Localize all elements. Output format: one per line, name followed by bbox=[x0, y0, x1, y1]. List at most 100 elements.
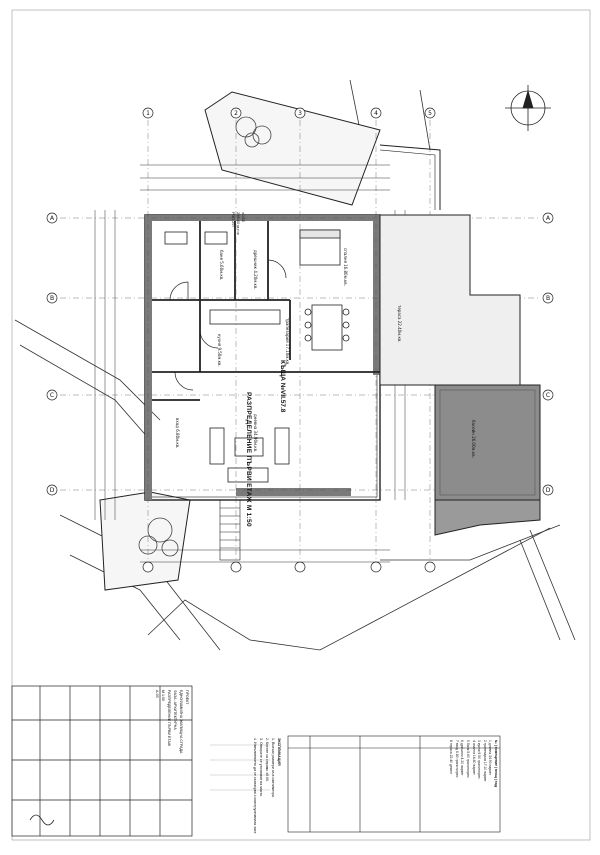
schedule-header-cell: № bbox=[494, 740, 498, 744]
axis-number-3: 3 bbox=[298, 110, 302, 117]
schedule-cell: паркет bbox=[488, 764, 493, 776]
schedule-cell: 3 bbox=[477, 740, 482, 742]
schedule-row: 7 вход 6.80 гранитогрес bbox=[453, 740, 459, 787]
schedule-cell: 2 bbox=[482, 740, 487, 742]
legend-note: 3. Отворите се уточняват на място. bbox=[259, 738, 263, 798]
schedule-cell: 22.40 bbox=[449, 754, 454, 764]
schedule-header-cell: площ bbox=[494, 768, 498, 778]
axis-letter-c: C bbox=[50, 392, 54, 399]
schedule-cell: гранитогрес bbox=[477, 759, 482, 779]
axis-bubbles bbox=[46, 107, 554, 573]
axis-number-2: 2 bbox=[234, 110, 238, 117]
schedule-header-cell: помещение bbox=[494, 746, 498, 766]
room-label-bathroom: баня 5.60м.кв. bbox=[219, 250, 224, 280]
level-mark-group: ±0.00 285.00 м.н.в РЗП 297 bbox=[231, 212, 246, 235]
schedule-cell: гранитогрес bbox=[454, 758, 459, 778]
schedule-cell: 5.60 bbox=[466, 751, 471, 758]
schedule-cell: дрешник bbox=[460, 742, 465, 757]
schedule-cell: вход bbox=[454, 742, 459, 751]
legend-note: 4. Изпълнението да се съгласува с констр… bbox=[253, 738, 257, 834]
schedule-cell: 9.50 bbox=[477, 752, 482, 760]
furniture bbox=[164, 229, 504, 483]
room-label-closet: дрешник 4.20м.кв. bbox=[253, 250, 258, 290]
schedule-cell: дневна bbox=[488, 742, 493, 755]
room-labels: спалня 16.80м.кв. баня 5.60м.кв. дрешник… bbox=[175, 248, 476, 458]
legend-note: 1. Всички размери са в сантиметри. bbox=[271, 738, 275, 798]
level-mark: 285.00 м.н.в bbox=[236, 212, 241, 235]
schedule-cell: трапезария bbox=[482, 742, 487, 761]
axis-number-5: 5 bbox=[428, 110, 432, 117]
schedule-grid bbox=[287, 735, 501, 833]
room-schedule: № | помещение | площ | под 1 дневна 34.9… bbox=[448, 740, 498, 787]
schedule-cell: спалня bbox=[471, 742, 476, 754]
axis-number-1: 1 bbox=[146, 110, 150, 117]
room-label-terrace: тераса 22.40м.кв. bbox=[397, 305, 402, 343]
schedule-cell: 4.20 bbox=[460, 757, 465, 765]
axis-letter-b: B bbox=[546, 295, 550, 302]
schedule-cell: 17.10 bbox=[482, 761, 487, 771]
level-mark: ±0.00 bbox=[241, 212, 246, 222]
schedule-cell: паркет bbox=[482, 771, 487, 782]
schedule-cell: гранитогрес bbox=[466, 758, 471, 778]
axis-letter-c: C bbox=[546, 392, 550, 399]
project-name: ЕДНОФАМИЛНА ЖИЛИЩНА СГРАДА bbox=[179, 690, 183, 754]
schedule-row: 4 спалня 16.80 паркет bbox=[470, 740, 476, 787]
house-number: КЪЩА №VII.57.8 bbox=[279, 360, 286, 412]
schedule-cell: 6 bbox=[460, 740, 465, 742]
company-name: ПРОЕКТ bbox=[185, 690, 189, 705]
drawing-title: РАЗПРЕДЕЛЕНИЕ ПЪРВИ ЕТАЖ М 1:50 bbox=[245, 392, 252, 527]
drawing-frame bbox=[11, 9, 591, 841]
schedule-row: 8 тераса 22.40 декинг bbox=[448, 740, 454, 787]
schedule-cell: 6.80 bbox=[454, 751, 459, 758]
schedule-cell: паркет bbox=[471, 764, 476, 775]
schedule-header-row: № | помещение | площ | под bbox=[494, 740, 498, 787]
schedule-row: 2 трапезария 17.10 паркет bbox=[481, 740, 487, 787]
axis-number-4: 4 bbox=[374, 110, 378, 117]
legend: ЭКСПЛИКАЦИЯ 1. Всички размери са в санти… bbox=[252, 738, 282, 834]
axis-letter-b: B bbox=[50, 295, 54, 302]
schedule-cell: паркет bbox=[460, 765, 465, 776]
room-label-entrance: вход 6.80м.кв. bbox=[175, 418, 180, 448]
schedule-cell: 16.80 bbox=[471, 754, 476, 764]
legend-lines bbox=[210, 744, 270, 791]
room-label-pool: басейн 26.00м.кв. bbox=[471, 420, 476, 458]
drawing-title-block-text: РАЗПРЕДЕЛЕНИЕ ПЪРВИ ЕТАЖ М 1:50 bbox=[245, 392, 252, 527]
schedule-cell: 5 bbox=[466, 740, 471, 742]
room-label-living: дневна 34.90м.кв. bbox=[253, 414, 258, 452]
swimming-pool bbox=[434, 384, 541, 536]
title-block-frame bbox=[11, 685, 193, 837]
schedule-cell: баня bbox=[466, 742, 471, 751]
terrace bbox=[379, 144, 521, 386]
schedule-cell: тераса bbox=[449, 742, 454, 754]
schedule-row: 6 дрешник 4.20 паркет bbox=[459, 740, 465, 787]
schedule-cell: 4 bbox=[471, 740, 476, 742]
sheet-name: РАЗПРЕДЕЛЕНИЕ ПЪРВИ ЕТАЖ bbox=[167, 690, 171, 747]
house-number-text: КЪЩА №VII.57.8 bbox=[279, 360, 286, 413]
schedule-cell: 1 bbox=[488, 740, 493, 742]
planting-hatch-north bbox=[204, 91, 381, 206]
axis-letter-a: A bbox=[50, 215, 55, 222]
title-block: ПРОЕКТ ЕДНОФАМИЛНА ЖИЛИЩНА СГРАДА ФАЗА: … bbox=[154, 690, 190, 753]
room-label-dining: трапезария 17.10м.кв. bbox=[285, 318, 290, 366]
axis-letter-d: D bbox=[50, 487, 55, 494]
axis-letter-d: D bbox=[546, 487, 551, 494]
room-label-kitchen: кухня 9.50м.кв. bbox=[217, 334, 222, 367]
entrance-stair bbox=[219, 499, 241, 561]
doors bbox=[169, 259, 287, 391]
schedule-cell: кухня bbox=[477, 742, 482, 752]
axis-letter-a: A bbox=[546, 215, 551, 222]
schedule-header-cell: под bbox=[494, 780, 498, 787]
interior-walls bbox=[152, 221, 380, 401]
axis-letter-labels: A A B B C C D D 1 2 3 4 5 bbox=[50, 110, 551, 494]
schedule-cell: 8 bbox=[449, 740, 454, 742]
room-label-bedroom: спалня 16.80м.кв. bbox=[343, 248, 348, 286]
schedule-row: 5 баня 5.60 гранитогрес bbox=[464, 740, 470, 787]
schedule-cell: 34.90 bbox=[488, 755, 493, 764]
schedule-cell: 7 bbox=[454, 740, 459, 742]
legend-title: ЭКСПЛИКАЦИЯ bbox=[277, 738, 281, 766]
north-arrow bbox=[505, 85, 551, 131]
schedule-cell: декинг bbox=[449, 764, 454, 775]
planting-hatch-south bbox=[99, 491, 191, 591]
